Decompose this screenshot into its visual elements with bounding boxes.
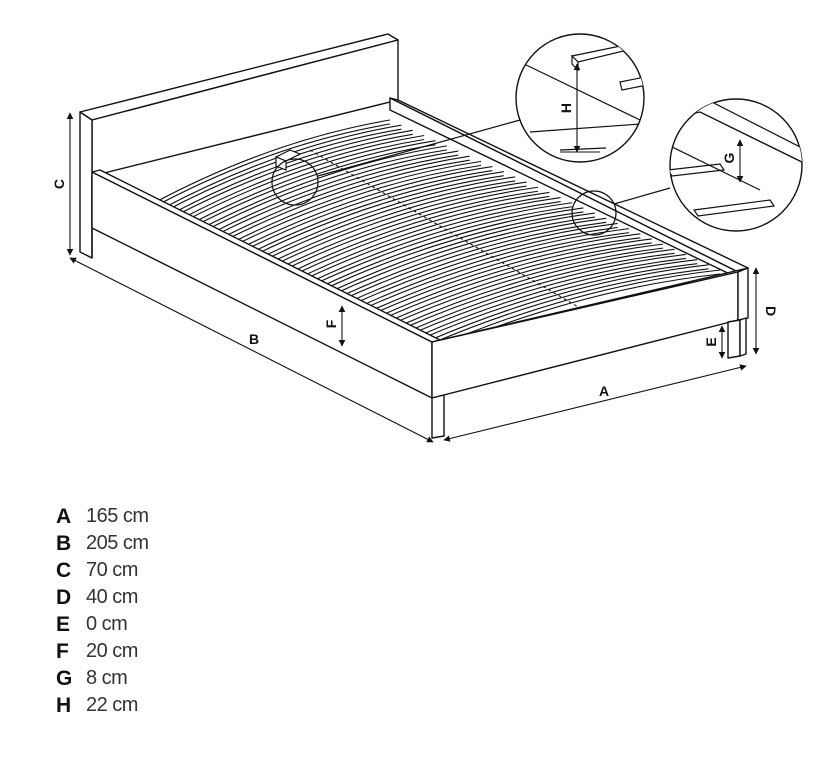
magnifier-callouts — [271, 119, 671, 236]
slat — [429, 268, 709, 345]
slat — [239, 170, 493, 253]
legend-value: 22 cm — [86, 694, 138, 716]
label-a: A — [599, 383, 609, 399]
slat — [169, 129, 413, 216]
label-h: H — [558, 103, 574, 113]
legend-value: 40 cm — [86, 586, 138, 608]
slat — [399, 252, 675, 331]
bed-dimension-diagram: C B A D E F H G — [51, 33, 803, 443]
legend-row: G 8 cm — [56, 665, 356, 692]
legend-row: D 40 cm — [56, 584, 356, 611]
legend-key: E — [56, 612, 71, 636]
slat — [439, 269, 721, 346]
legend-value: 205 cm — [86, 532, 149, 554]
legend-value: 20 cm — [86, 640, 138, 662]
slat — [169, 133, 413, 220]
legend-key: C — [56, 558, 72, 582]
label-g: G — [721, 152, 737, 163]
slat — [199, 149, 447, 234]
slat — [269, 185, 527, 268]
slat — [149, 123, 391, 210]
slat — [249, 175, 504, 258]
detail-circle-g — [669, 98, 803, 232]
label-d: D — [763, 306, 779, 316]
headboard — [79, 33, 399, 259]
legend-key: D — [56, 585, 72, 609]
slat — [229, 164, 482, 249]
slat — [279, 186, 539, 269]
slat — [209, 150, 459, 235]
slat — [419, 259, 698, 336]
legend-value: 0 cm — [86, 613, 128, 635]
slat-bracket — [274, 149, 302, 171]
dimension-labels: C B A D E F H G — [51, 103, 779, 399]
label-e: E — [703, 337, 719, 346]
slat — [149, 119, 391, 206]
slat — [209, 154, 459, 239]
slat — [259, 180, 516, 263]
slat — [279, 190, 539, 273]
legend-value: 165 cm — [86, 505, 149, 527]
slat — [419, 263, 698, 340]
legend-key: A — [56, 504, 72, 528]
dimension-lines — [66, 112, 760, 443]
slat — [229, 160, 482, 245]
slat — [399, 248, 675, 327]
slat — [179, 138, 425, 224]
detail-circle-h — [515, 33, 645, 163]
slat — [199, 145, 447, 230]
slat — [429, 264, 709, 341]
legend-key: F — [56, 639, 69, 663]
center-beam — [309, 149, 581, 309]
slat — [189, 140, 436, 225]
slat — [289, 191, 550, 274]
legend-row: H 22 cm — [56, 692, 356, 719]
label-f: F — [323, 319, 339, 328]
slat — [409, 257, 686, 336]
slat — [409, 253, 686, 332]
slat — [269, 181, 527, 264]
legend-value: 8 cm — [86, 667, 128, 689]
legend-key: G — [56, 666, 73, 690]
legend-row: C 70 cm — [56, 557, 356, 584]
label-c: C — [51, 179, 67, 189]
legend-key: H — [56, 693, 72, 717]
legend-key: B — [56, 531, 72, 555]
legend-row: F 20 cm — [56, 638, 356, 665]
legend-row: E 0 cm — [56, 611, 356, 638]
dimension-legend: A 165 cm B 205 cm C 70 cm D 40 cm E 0 cm F 20 cm G 8 … — [56, 503, 356, 719]
slat — [259, 176, 516, 259]
label-b: B — [249, 331, 259, 347]
legend-row: A 165 cm — [56, 503, 356, 530]
legend-value: 70 cm — [86, 559, 138, 581]
slat — [219, 159, 470, 244]
slat — [219, 155, 470, 240]
slat — [189, 144, 436, 229]
slat — [239, 166, 493, 249]
legend-row: B 205 cm — [56, 530, 356, 557]
slat — [179, 134, 425, 220]
slat — [249, 171, 504, 254]
